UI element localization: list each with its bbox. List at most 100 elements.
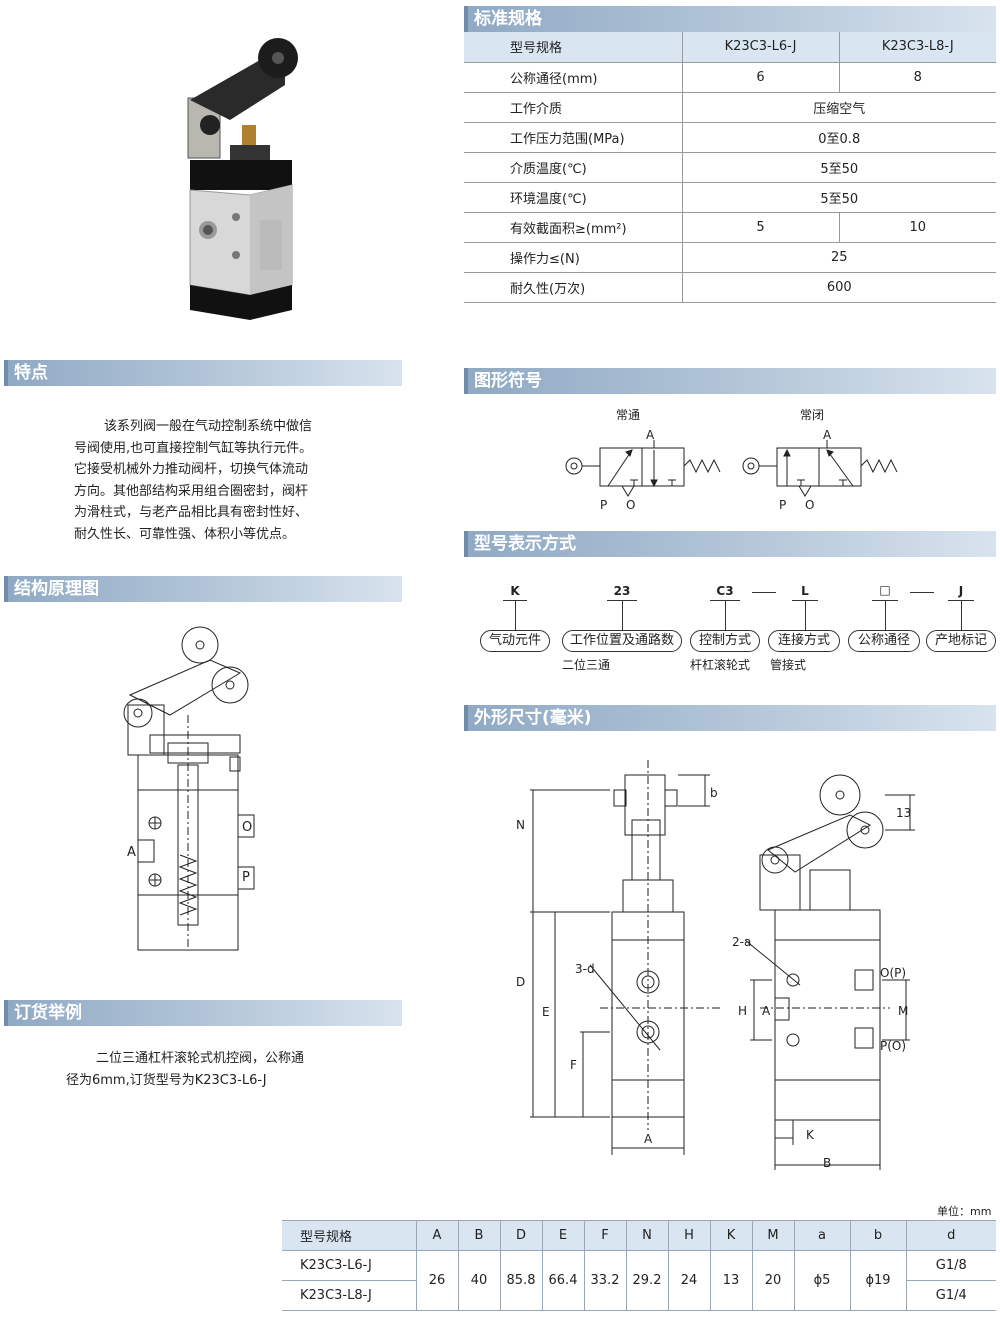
dim-model-cell: K23C3-L8-J [282,1280,417,1311]
features-line: 它接受机械外力推动阀杆，切换气体流动 [74,462,309,477]
spec-header-model-1: K23C3-L6-J [681,32,839,63]
spec-row-value: 5 [681,212,839,243]
spec-header-model-2: K23C3-L8-J [838,32,996,63]
model-dash [752,592,776,593]
symbol-closed-port-a: A [823,428,832,442]
dim-label-2a: 2-a [732,935,752,949]
model-code-c3: C3 [716,584,734,598]
dim-header-cell: d [905,1220,996,1251]
structure-label-a: A [127,845,136,860]
dim-label-op: O(P) [880,966,907,980]
model-dash [910,592,934,593]
dim-header-cell: 型号规格 [282,1220,417,1251]
model-sub-positions: 二位三通 [562,658,611,672]
dim-label-k: K [806,1128,814,1142]
dim-header-cell: F [583,1220,627,1251]
dim-value-cell: 66.4 [541,1250,585,1311]
section-spec-bar: 标准规格 [464,6,996,32]
dim-header-cell: a [793,1220,851,1251]
spec-row-value: 600 [681,272,996,303]
features-text: 该系列阀一般在气动控制系统中做信 号阀使用,也可直接控制气缸等执行元件。 它接受… [74,416,374,545]
model-code-k: K [510,584,520,598]
model-label-connection: 连接方式 [768,630,840,652]
symbol-normally-open [565,440,721,497]
spec-row: 操作力≤(N) 25 [464,242,996,273]
features-line: 耐久性长、可靠性强、体积小等优点。 [74,526,296,542]
model-label-positions: 工作位置及通路数 [562,630,682,652]
dim-header-cell: B [457,1220,501,1251]
dim-model-cell: K23C3-L6-J [282,1250,417,1281]
symbol-normally-closed-label: 常闭 [800,408,825,422]
dim-label-h: H [738,1004,748,1018]
spec-row-label: 环境温度(℃) [464,182,682,213]
dim-label-3d: 3-d [575,962,595,976]
unit-label: 单位：mm [937,1205,992,1218]
dim-label-a: A [644,1132,653,1146]
symbol-closed-port-p: P [779,498,787,512]
spec-row-value: 5至50 [681,152,996,183]
section-features-bar: 特点 [4,360,402,386]
order-line: 径为6mm,订货型号为K23C3-L6-J [66,1073,267,1088]
structure-label-o: O [242,820,253,835]
dim-label-bw: B [823,1156,832,1170]
dim-header-cell: M [751,1220,795,1251]
spec-row: 有效截面积≥(mm²) 5 10 [464,212,996,243]
dim-label-a-port: A [762,1004,771,1018]
dim-header-cell: E [541,1220,585,1251]
spec-row: 工作介质 压缩空气 [464,92,996,123]
structure-diagram [123,626,255,951]
dim-value-cell: ϕ19 [849,1250,907,1311]
spec-row-value: 25 [681,242,996,273]
dim-value-cell: 20 [751,1250,795,1311]
model-code-size: □ [879,583,891,597]
spec-row: 环境温度(℃) 5至50 [464,182,996,213]
dim-header-cell: N [625,1220,669,1251]
product-photo [187,38,298,320]
structure-label-p: P [242,870,250,885]
model-connector [885,600,886,630]
spec-row-label: 工作压力范围(MPa) [464,122,682,153]
model-sub-connection: 管接式 [770,658,807,672]
dim-value-cell: 26 [415,1250,459,1311]
model-connector [725,600,726,630]
dim-label-b: b [710,786,718,800]
dim-header-cell: b [849,1220,907,1251]
model-code-23: 23 [613,584,631,598]
features-line: 号阀使用,也可直接控制气缸等执行元件。 [74,440,313,456]
dim-label-e: E [542,1005,550,1019]
dim-label-d: D [516,975,526,989]
dim-table-row: K23C3-L8-J G1/4 [282,1280,996,1311]
spec-row-value: 压缩空气 [681,92,996,123]
spec-table: 型号规格 K23C3-L6-J K23C3-L8-J 公称通径(mm) 6 8 … [464,32,996,303]
dim-label-po: P(O) [880,1039,907,1053]
dim-label-13: 13 [896,806,912,820]
spec-row-label: 公称通径(mm) [464,62,682,93]
model-label-control: 控制方式 [690,630,760,652]
dim-table-header: 型号规格 A B D E F N H K M a b d [282,1220,996,1251]
dim-label-m: M [898,1004,909,1018]
dim-label-f: F [570,1058,577,1072]
section-model-bar: 型号表示方式 [464,531,996,557]
spec-row-value: 0至0.8 [681,122,996,153]
dim-header-cell: D [499,1220,543,1251]
features-line: 方向。其他部结构采用组合圈密封，阀杆 [74,483,309,499]
dim-table-row: K23C3-L6-J 26 40 85.8 66.4 33.2 29.2 24 … [282,1250,996,1311]
symbol-closed-port-o: O [805,498,815,512]
model-sub-control: 杆杠滚轮式 [690,658,751,672]
spec-row-label: 工作介质 [464,92,682,123]
model-connector [961,600,962,630]
spec-row-value: 10 [838,212,996,243]
dim-value-cell: 33.2 [583,1250,627,1311]
spec-row-label: 耐久性(万次) [464,272,682,303]
section-dimensions-bar: 外形尺寸(毫米) [464,705,996,731]
model-code-l: L [801,584,809,598]
dim-thread-cell: G1/8 [905,1250,996,1281]
model-connector [805,600,806,630]
dim-header-cell: A [415,1220,459,1251]
order-text: 二位三通杠杆滚轮式机控阀，公称通 径为6mm,订货型号为K23C3-L6-J [66,1048,366,1092]
model-connector [622,600,623,630]
features-line: 为滑柱式，与老产品相比具有密封性好、 [74,505,309,520]
dim-value-cell: 24 [667,1250,711,1311]
spec-row-value: 5至50 [681,182,996,213]
symbol-open-port-a: A [646,428,655,442]
